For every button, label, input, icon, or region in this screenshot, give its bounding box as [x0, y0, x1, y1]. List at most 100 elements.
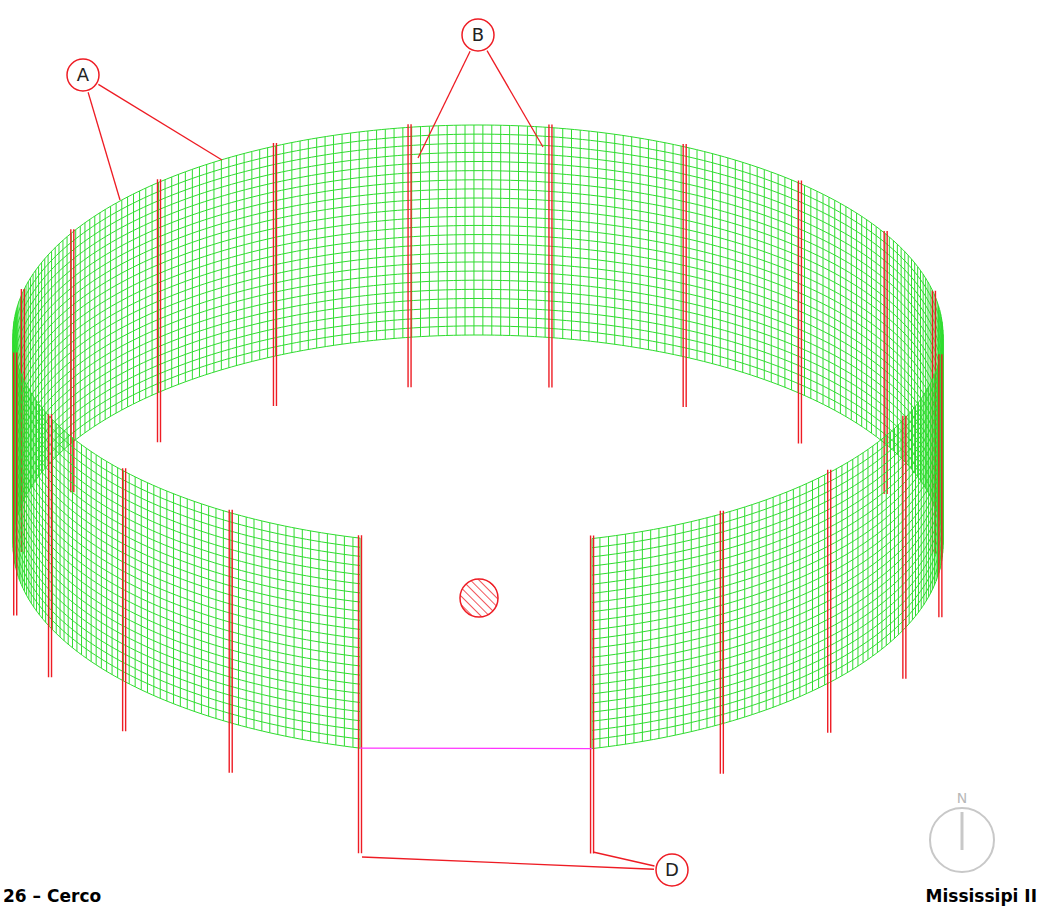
- mesh-wire: [213, 162, 214, 372]
- mesh-wire: [208, 506, 209, 716]
- mesh-wire: [22, 378, 23, 588]
- mesh-wire: [894, 428, 895, 638]
- mesh-wire: [810, 188, 811, 398]
- leader-line: [98, 84, 222, 160]
- mesh-wire: [72, 438, 73, 648]
- mesh-wire: [238, 515, 239, 725]
- mesh-wire: [160, 488, 161, 698]
- mesh-wire: [80, 226, 81, 436]
- mesh-wire: [699, 520, 700, 730]
- fence-post: [830, 470, 831, 733]
- project-name: Mississipi II: [926, 886, 1037, 906]
- mesh-wire: [580, 130, 581, 340]
- mesh-wire: [259, 150, 260, 360]
- mesh-wire: [291, 143, 292, 353]
- mesh-wire: [545, 127, 546, 337]
- fence-post: [51, 414, 52, 677]
- mesh-wire: [26, 385, 27, 595]
- fence-post: [157, 179, 158, 442]
- mesh-wire: [251, 152, 252, 362]
- leader-line: [487, 51, 543, 147]
- mesh-wire: [863, 453, 864, 663]
- fence-post: [48, 414, 49, 677]
- mesh-wire: [60, 427, 61, 637]
- mesh-wire: [394, 128, 395, 338]
- leader-line: [362, 857, 654, 869]
- mesh-wire: [816, 191, 817, 401]
- mesh-wire: [784, 177, 785, 387]
- mesh-wire: [804, 185, 805, 395]
- mesh-wire: [19, 370, 20, 580]
- mesh-wire: [536, 127, 537, 337]
- mesh-wire: [318, 532, 319, 742]
- fence-post: [685, 144, 686, 407]
- mesh-wire: [779, 495, 780, 705]
- mesh-wire: [67, 237, 68, 447]
- mesh-wire: [42, 409, 43, 619]
- mesh-wire: [62, 240, 63, 450]
- fence-post: [905, 416, 906, 679]
- mesh-wire: [316, 138, 317, 348]
- mesh-wire: [691, 522, 692, 732]
- mesh-wire: [344, 536, 345, 746]
- mesh-wire: [105, 209, 106, 419]
- mesh-wire: [327, 534, 328, 744]
- mesh-wire: [81, 445, 82, 655]
- mesh-wire: [840, 203, 841, 413]
- mesh-wire: [84, 223, 85, 433]
- mesh-wire: [325, 137, 326, 347]
- mesh-wire: [625, 534, 626, 744]
- mesh-wire: [194, 501, 195, 711]
- mesh-wire: [141, 480, 142, 690]
- mesh-wire: [675, 525, 676, 735]
- fence-post: [16, 352, 17, 615]
- mesh-wire: [867, 449, 868, 659]
- mesh-wire: [823, 194, 824, 404]
- callout-circle: B: [461, 18, 495, 52]
- mesh-wire: [482, 125, 483, 335]
- mesh-wire: [201, 504, 202, 714]
- mesh-wire: [335, 535, 336, 745]
- callout-circle: A: [66, 58, 100, 92]
- mesh-wire: [623, 136, 624, 346]
- mesh-wire: [518, 126, 519, 336]
- mesh-wire: [824, 475, 825, 685]
- mesh-wire: [597, 132, 598, 342]
- mesh-wire: [697, 150, 698, 360]
- mesh-wire: [877, 443, 878, 653]
- mesh-wire: [236, 156, 237, 366]
- mesh-wire: [127, 197, 128, 407]
- fence-post: [276, 143, 277, 406]
- mesh-wire: [773, 497, 774, 707]
- mesh-wire: [845, 207, 846, 417]
- mesh-wire: [64, 431, 65, 641]
- mesh-wire: [333, 135, 334, 345]
- mesh-wire: [689, 148, 690, 358]
- fence-post: [273, 143, 274, 406]
- mesh-wire: [806, 484, 807, 694]
- mesh-wire: [438, 126, 439, 336]
- mesh-wire: [171, 177, 172, 387]
- mesh-wire: [828, 197, 829, 407]
- mesh-wire: [246, 517, 247, 727]
- mesh-wire: [261, 521, 262, 731]
- mesh-wire: [509, 125, 510, 335]
- mesh-wire: [173, 494, 174, 704]
- mesh-wire: [367, 131, 368, 341]
- mesh-wire: [712, 154, 713, 364]
- mesh-wire: [937, 367, 938, 577]
- fence-posts-back: [21, 124, 935, 553]
- leader-lines: [88, 51, 654, 870]
- mesh-wire: [294, 528, 295, 738]
- fence-post: [720, 511, 721, 774]
- mesh-wire: [180, 496, 181, 706]
- mesh-wire: [898, 425, 899, 635]
- mesh-wire: [847, 463, 848, 673]
- mesh-wire: [55, 248, 56, 458]
- mesh-wire: [614, 134, 615, 344]
- mesh-wire: [17, 366, 18, 576]
- mesh-wire: [720, 156, 721, 366]
- mesh-wire: [861, 216, 862, 426]
- mesh-wire: [889, 237, 890, 447]
